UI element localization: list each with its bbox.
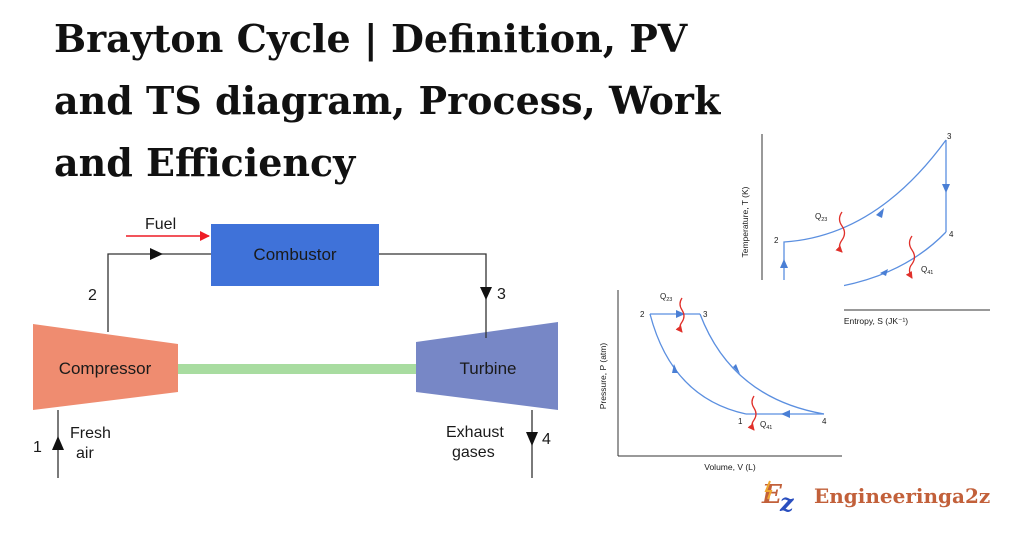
state-3-label: 3 (497, 286, 506, 303)
combustor-label: Combustor (253, 245, 336, 264)
combustor-block (211, 224, 379, 286)
ts-arrow-41 (880, 269, 888, 276)
ts-x-axis-label: Entropy, S (JK⁻¹) (844, 316, 908, 326)
svg-text:z: z (779, 488, 795, 515)
pv-arrow-41 (781, 410, 790, 418)
pipe-combustor-to-turbine (379, 253, 487, 338)
pv-point-3: 3 (703, 310, 708, 319)
flow-arrow-2 (150, 248, 163, 260)
pv-heat-out-wave (747, 395, 757, 431)
shaft (176, 364, 418, 374)
ts-diagram: Entropy, S (JK⁻¹) Temperature, T (K) 1 2… (738, 128, 1006, 328)
air-label: air (76, 445, 94, 462)
ts-y-axis-label: Temperature, T (K) (740, 186, 750, 257)
pv-point-2: 2 (640, 310, 645, 319)
pv-x-axis-label: Volume, V (L) (704, 462, 756, 472)
pv-heat-out-label: Q41 (760, 420, 772, 431)
brayton-schematic: Compressor Turbine Combustor 2 3 Fuel 1 … (33, 216, 558, 478)
ts-point-4: 4 (949, 230, 954, 239)
pv-y-axis-label: Pressure, P (atm) (598, 343, 608, 410)
brand-name: Engineeringa2z (814, 484, 991, 508)
ts-heat-out-wave (905, 235, 916, 279)
fuel-label: Fuel (145, 216, 176, 233)
pv-cycle-expansion (699, 313, 825, 415)
state-1-label: 1 (33, 439, 42, 456)
compressor-label: Compressor (59, 359, 152, 378)
pv-heat-in-wave (675, 297, 685, 333)
exhaust-label: Exhaust (446, 424, 504, 441)
ts-arrow-23 (876, 208, 884, 218)
title-line-2: and TS diagram, Process, Work (54, 78, 721, 123)
page-title: Brayton Cycle | Definition, PV and TS di… (54, 8, 774, 194)
turbine-label: Turbine (459, 359, 516, 378)
brand-logo-mark: E z (761, 480, 795, 515)
brand-logo[interactable]: E z Engineeringa2z (760, 476, 990, 516)
pv-arrow-12 (672, 364, 678, 373)
pv-point-1: 1 (738, 417, 743, 426)
pv-heat-in-label: Q23 (660, 292, 672, 303)
state-4-label: 4 (542, 431, 551, 448)
flow-arrow-1 (52, 436, 64, 450)
fresh-label: Fresh (70, 425, 111, 442)
pipe-compressor-to-combustor (107, 253, 211, 332)
pv-point-4: 4 (822, 417, 827, 426)
ts-cycle-upper (783, 139, 947, 292)
title-line-1: Brayton Cycle | Definition, PV (54, 16, 688, 61)
turbine-block (416, 322, 558, 410)
flow-arrow-3 (480, 287, 492, 300)
ts-point-3: 3 (947, 132, 952, 141)
pv-arrow-34 (733, 364, 740, 374)
ts-arrow-12 (780, 259, 788, 268)
ts-heat-in-wave (835, 211, 846, 253)
pv-diagram: Volume, V (L) Pressure, P (atm) 1 2 3 4 … (594, 280, 844, 476)
pv-cycle-compression (649, 313, 747, 415)
ts-arrow-34 (942, 184, 950, 193)
ts-heat-in-label: Q23 (815, 212, 827, 223)
state-2-label: 2 (88, 287, 97, 304)
gases-label: gases (452, 444, 495, 461)
ts-heat-out-label: Q41 (921, 265, 933, 276)
compressor-block (33, 324, 178, 410)
pv-arrow-23 (676, 310, 685, 318)
title-line-3: and Efficiency (54, 140, 356, 185)
pv-panel (594, 280, 844, 476)
ts-point-2: 2 (774, 236, 779, 245)
flow-arrow-4 (526, 432, 538, 446)
